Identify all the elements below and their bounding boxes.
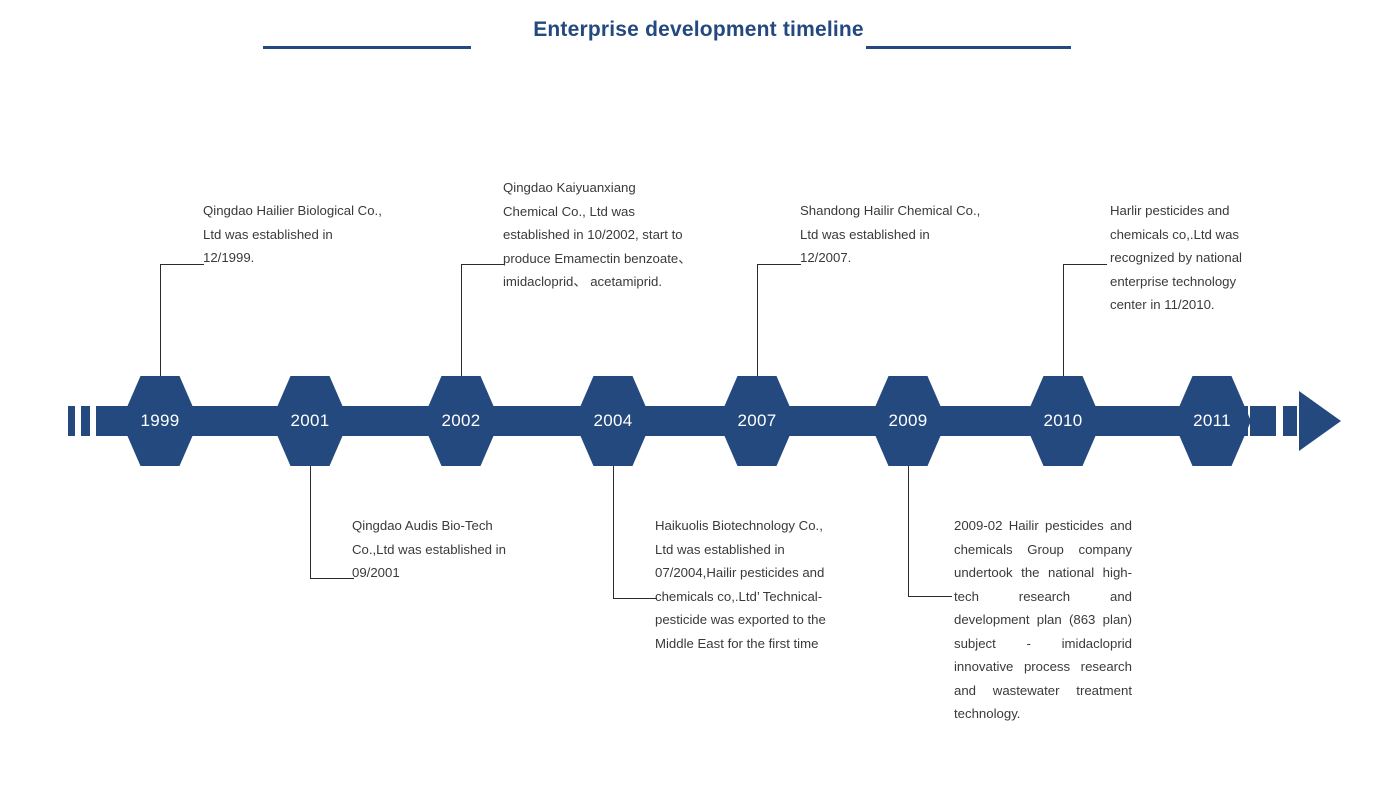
milestone-year-2009: 2009 (888, 411, 928, 430)
milestone-hexagon-2010[interactable]: 2010 (1024, 376, 1102, 466)
milestone-note-2001: Qingdao Audis Bio-Tech Co.,Ltd was estab… (352, 518, 506, 580)
milestone-year-2007: 2007 (737, 411, 777, 430)
milestone-note-2007: Shandong Hailir Chemical Co., Ltd was es… (800, 203, 981, 265)
axis-dash-right-1 (1250, 406, 1276, 436)
axis-dash-left-2 (81, 406, 90, 436)
title-rule-right (866, 46, 1071, 49)
page-title: Enterprise development timeline (0, 18, 1397, 64)
milestone-hexagon-2009[interactable]: 2009 (869, 376, 947, 466)
milestone-hexagon-2007[interactable]: 2007 (718, 376, 796, 466)
axis-dash-right-2 (1283, 406, 1297, 436)
milestone-hexagon-2002[interactable]: 2002 (422, 376, 500, 466)
milestone-year-1999: 1999 (140, 411, 180, 430)
milestone-year-2004: 2004 (593, 411, 633, 430)
milestone-year-2001: 2001 (290, 411, 330, 430)
title-rule-left (263, 46, 471, 49)
milestone-note-2010: Harlir pesticides and chemicals co,.Ltd … (1110, 203, 1242, 312)
milestone-year-2010: 2010 (1043, 411, 1083, 430)
milestone-hexagon-2004[interactable]: 2004 (574, 376, 652, 466)
milestone-hexagon-2011[interactable]: 2011 (1173, 376, 1251, 466)
milestone-year-2002: 2002 (441, 411, 481, 430)
milestone-hexagon-1999[interactable]: 1999 (121, 376, 199, 466)
milestone-note-2009: 2009-02 Hailir pesticides and chemicals … (954, 518, 1132, 721)
milestone-year-2011: 2011 (1193, 411, 1231, 430)
milestone-note-1999: Qingdao Hailier Biological Co., Ltd was … (203, 203, 382, 265)
axis-dash-left-1 (68, 406, 75, 436)
milestone-hexagon-2001[interactable]: 2001 (271, 376, 349, 466)
milestone-note-2002: Qingdao Kaiyuanxiang Chemical Co., Ltd w… (503, 180, 692, 289)
axis-arrow-icon (1299, 391, 1341, 451)
milestone-note-2004: Haikuolis Biotechnology Co., Ltd was est… (655, 518, 826, 651)
axis-dash-left-3 (96, 406, 110, 436)
page-title-label: Enterprise development timeline (533, 18, 864, 41)
